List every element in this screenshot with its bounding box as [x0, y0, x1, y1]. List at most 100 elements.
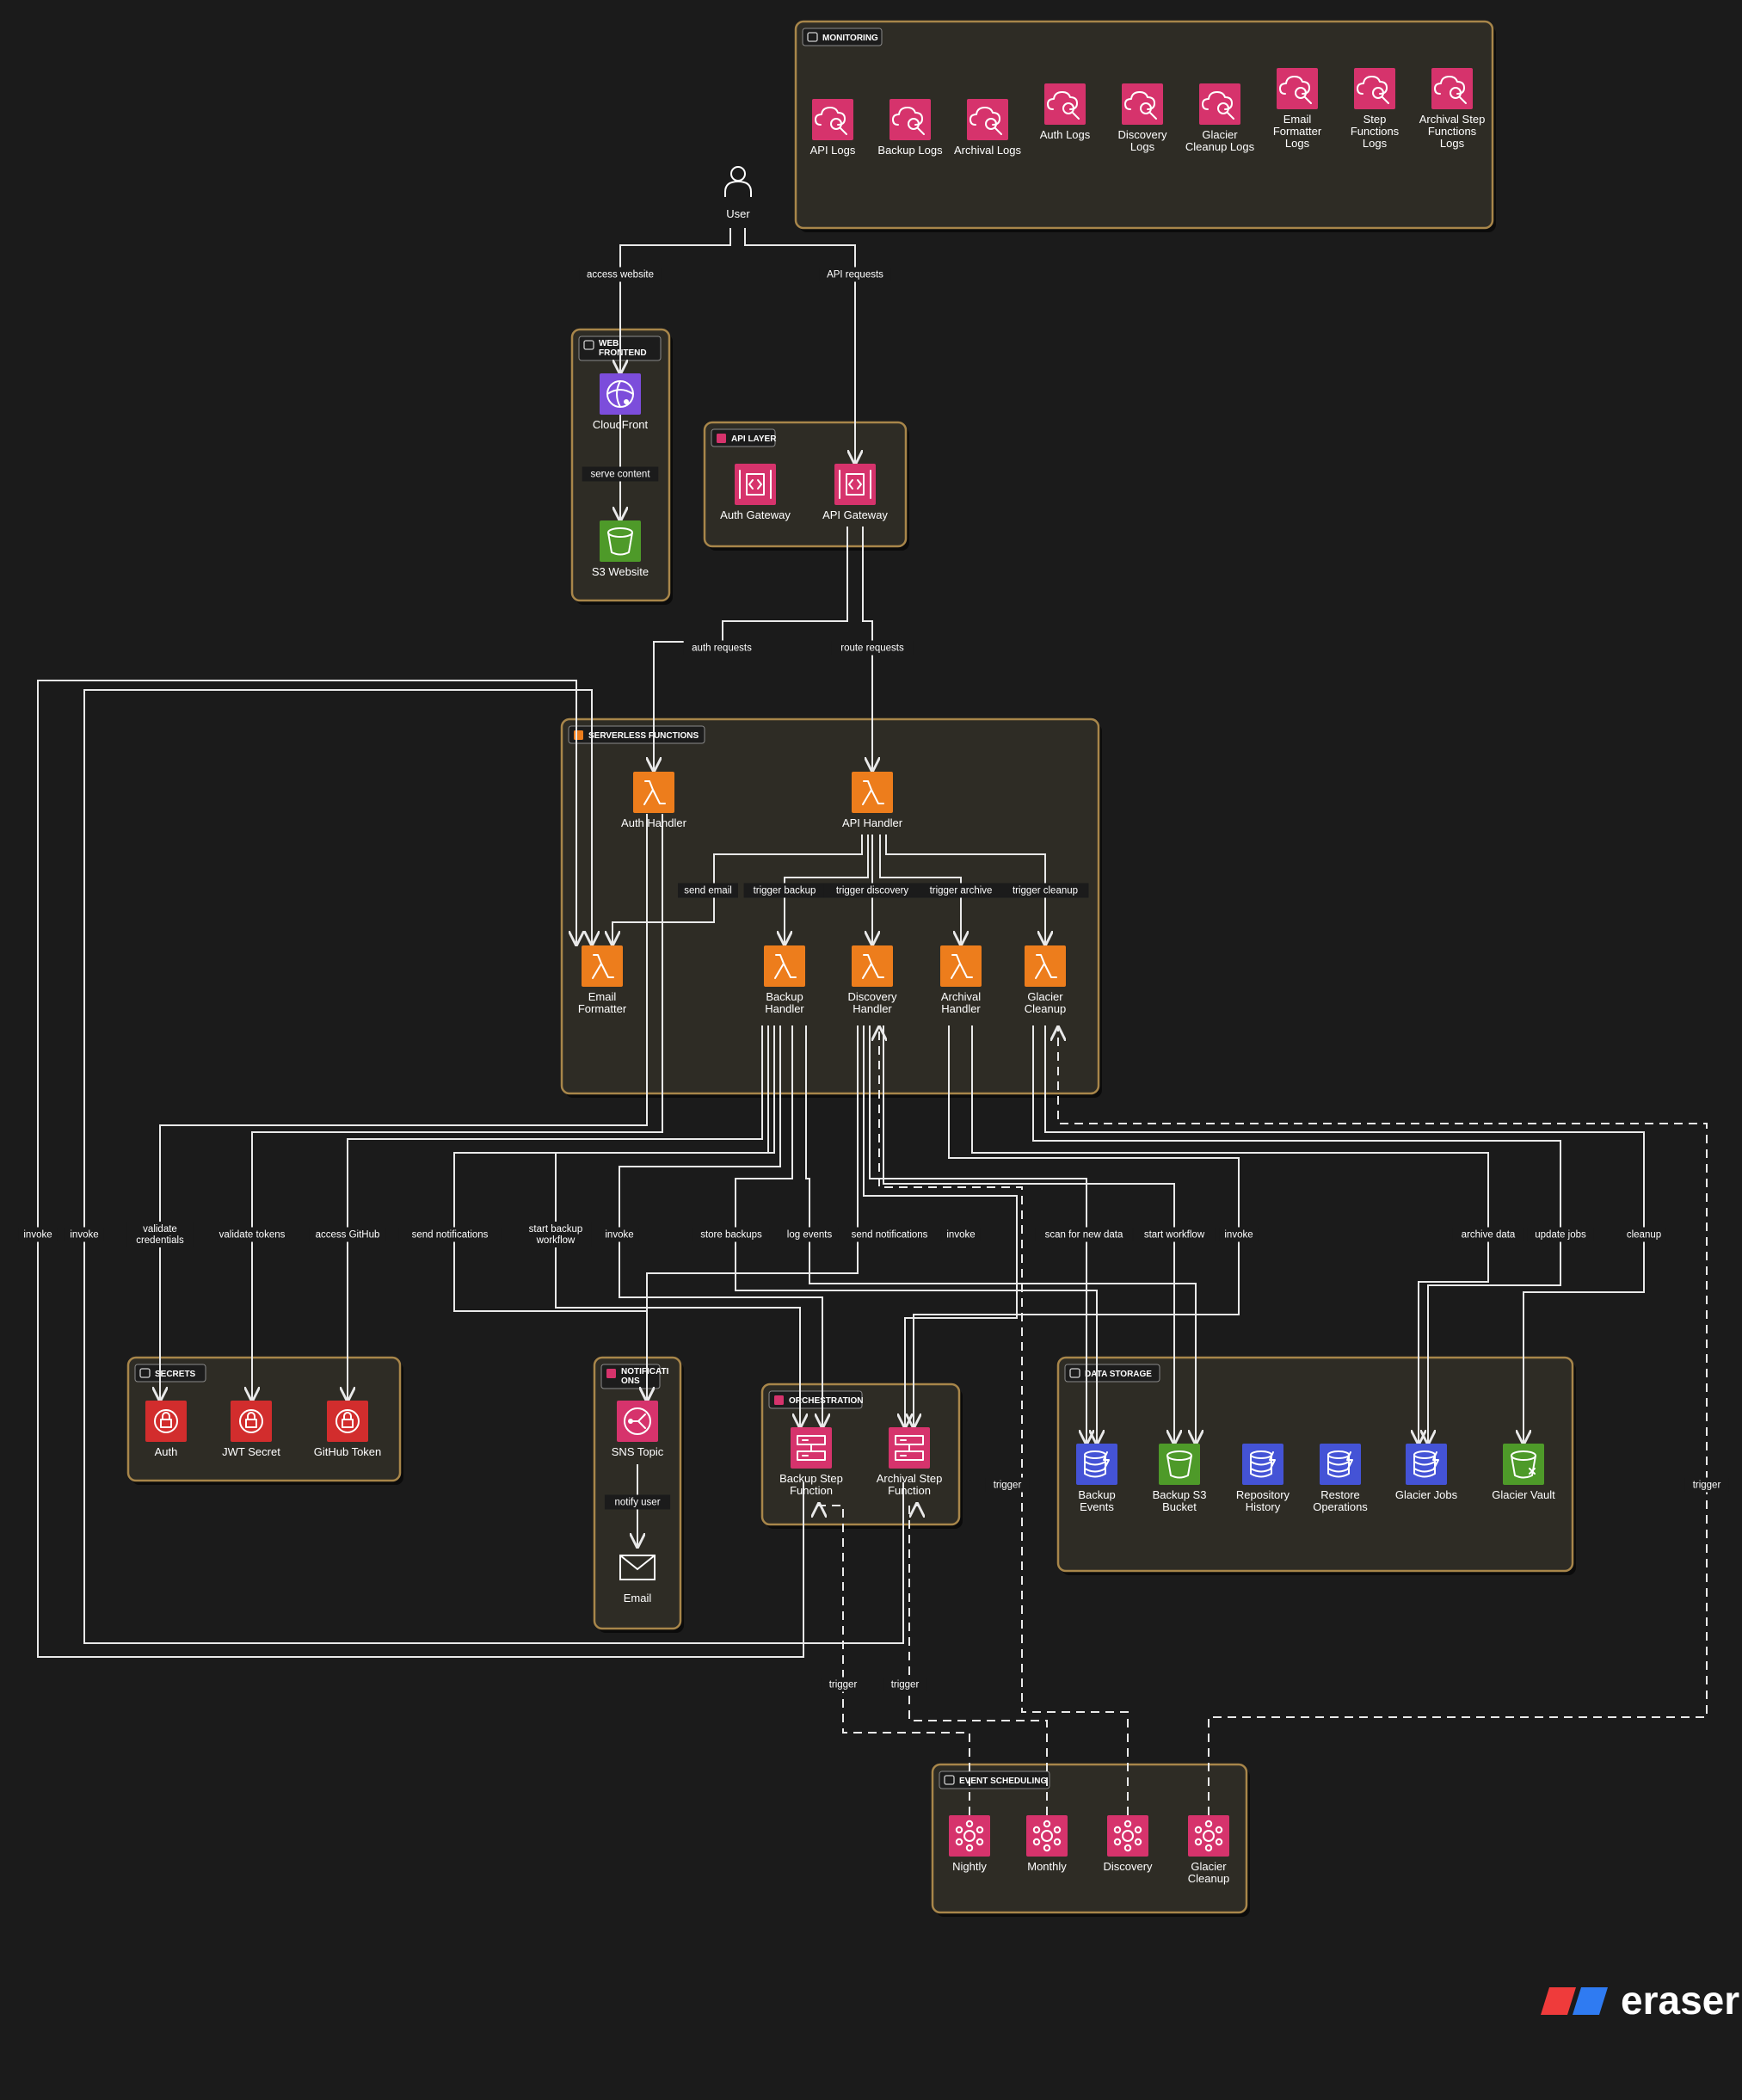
eraser-logo: eraser: [1541, 1978, 1739, 2023]
edge-label-archive-data: archive data: [1452, 1227, 1524, 1242]
node-auth-handler[interactable]: Auth Handler: [621, 772, 687, 829]
connector-9: [885, 834, 1045, 945]
edge-label-cleanup: cleanup: [1622, 1227, 1666, 1242]
edge-label-validate-tokens: validate tokens: [208, 1227, 296, 1242]
node-api-gateway[interactable]: API Gateway: [822, 464, 888, 521]
node-glacier-vault[interactable]: Glacier Vault: [1492, 1444, 1555, 1501]
step-functions-icon: [774, 1395, 784, 1405]
lambda-icon: [852, 772, 893, 813]
group-title: ORCHESTRATION: [789, 1396, 863, 1406]
lambda-icon: [574, 730, 583, 740]
node-label: Discovery: [1103, 1860, 1153, 1873]
connector-32: [1058, 1027, 1708, 1815]
logs-icon: [1431, 68, 1473, 109]
node-jwt-secret[interactable]: JWT Secret: [222, 1401, 280, 1458]
node-nightly[interactable]: Nightly: [949, 1815, 990, 1873]
group-events[interactable]: EVENT SCHEDULING: [931, 1763, 1250, 1917]
stepfn-icon: [889, 1427, 930, 1469]
email-icon: [619, 1555, 656, 1580]
connector-13: [252, 814, 663, 1401]
node-label: SNS Topic: [612, 1445, 664, 1458]
group-serverless[interactable]: SERVERLESS FUNCTIONS: [560, 717, 1102, 1098]
node-api-handler[interactable]: API Handler: [842, 772, 903, 829]
node-auth-secret[interactable]: Auth: [145, 1401, 187, 1458]
svg-text:trigger discovery: trigger discovery: [836, 886, 909, 896]
node-email[interactable]: Email: [619, 1555, 656, 1604]
node-github-token[interactable]: GitHub Token: [314, 1401, 382, 1458]
svg-text:trigger: trigger: [994, 1481, 1022, 1491]
svg-text:invoke: invoke: [946, 1230, 975, 1241]
node-cloudfront[interactable]: CloudFront: [593, 373, 649, 431]
node-glacier-jobs[interactable]: Glacier Jobs: [1395, 1444, 1458, 1501]
node-label: Auth Gateway: [720, 508, 791, 521]
database-icon: [1069, 1368, 1080, 1378]
node-s3-website[interactable]: S3 Website: [592, 520, 649, 578]
connector-26: [1032, 1025, 1561, 1444]
node-user[interactable]: User: [724, 166, 752, 220]
stepfn-icon: [791, 1427, 832, 1469]
lock-icon: [139, 1368, 151, 1378]
node-api-logs[interactable]: API Logs: [810, 99, 856, 157]
node-label: Backup Logs: [877, 144, 943, 157]
node-auth-gateway[interactable]: Auth Gateway: [720, 464, 791, 521]
edge-label-send-email: send email: [678, 883, 738, 898]
connector-1: [744, 228, 855, 464]
logs-icon: [967, 99, 1008, 140]
secret-icon: [231, 1401, 272, 1442]
svg-text:trigger: trigger: [829, 1680, 858, 1690]
node-label: S3 Website: [592, 565, 649, 578]
node-archival-logs[interactable]: Archival Logs: [954, 99, 1022, 157]
dynamodb-icon: [1076, 1444, 1117, 1485]
eventbridge-icon: [1107, 1815, 1148, 1857]
node-discovery-evt[interactable]: Discovery: [1103, 1815, 1153, 1873]
node-label: Nightly: [952, 1860, 987, 1873]
edge-label-log-events: log events: [779, 1227, 840, 1242]
group-storage[interactable]: DATA STORAGE: [1056, 1356, 1576, 1575]
node-backup-logs[interactable]: Backup Logs: [877, 99, 943, 157]
node-sns-topic[interactable]: SNS Topic: [612, 1401, 664, 1458]
logs-icon: [1277, 68, 1318, 109]
edge-label-invoke-5: invoke: [1219, 1227, 1259, 1242]
connector-8: [879, 834, 961, 945]
node-label: Auth Logs: [1040, 128, 1091, 141]
edge-label-invoke-4: invoke: [941, 1227, 981, 1242]
logs-icon: [812, 99, 853, 140]
connector-6: [785, 834, 869, 945]
s3-icon: [600, 520, 641, 562]
node-auth-logs[interactable]: Auth Logs: [1040, 83, 1091, 141]
connector-12: [160, 814, 648, 1401]
edge-label-trigger-cleanup: trigger cleanup: [1001, 883, 1089, 898]
node-monthly[interactable]: Monthly: [1026, 1815, 1068, 1873]
svg-text:trigger backup: trigger backup: [754, 886, 816, 896]
svg-text:log events: log events: [787, 1230, 833, 1241]
group-title: API LAYER: [731, 434, 777, 444]
svg-text:scan for new data: scan for new data: [1045, 1230, 1123, 1241]
svg-text:invoke: invoke: [605, 1230, 633, 1241]
svg-text:start workflow: start workflow: [1144, 1230, 1205, 1241]
